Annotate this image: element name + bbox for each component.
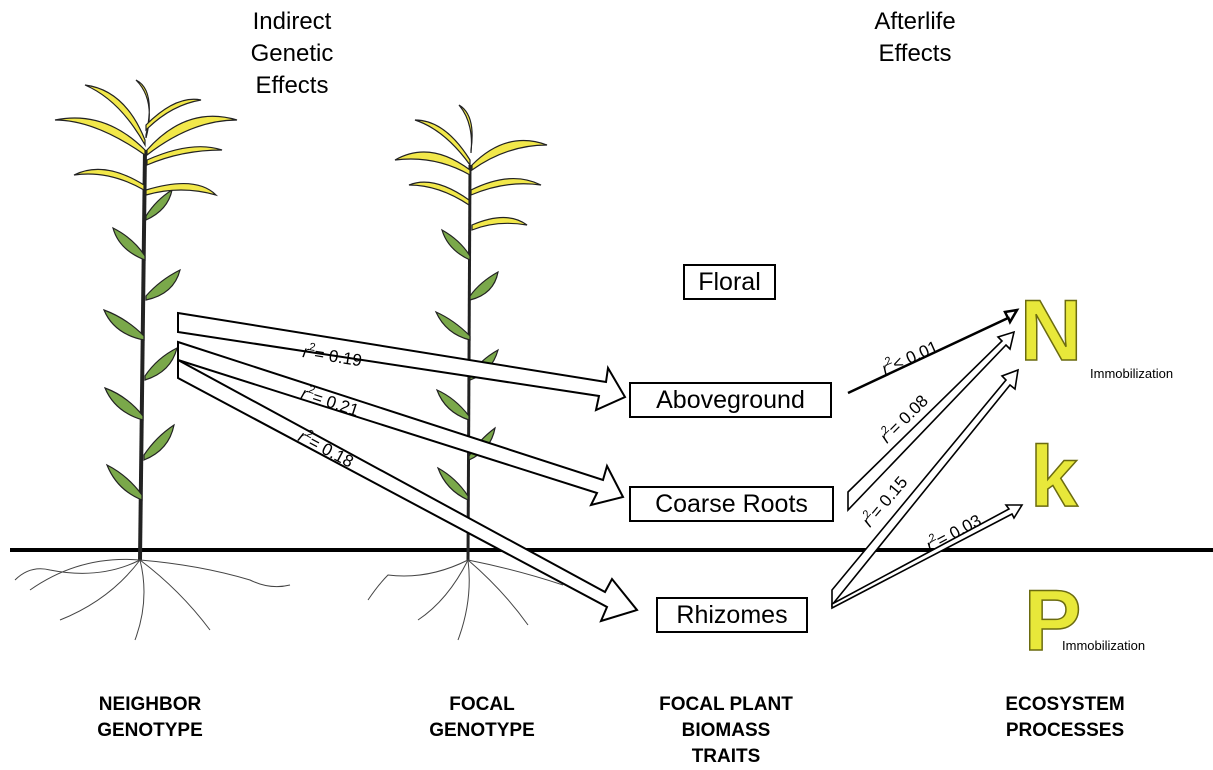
footer-focal-plant-biomass-traits: FOCAL PLANT BIOMASS TRAITS	[636, 692, 816, 770]
header-line: Genetic	[222, 38, 362, 70]
trait-box-rhizomes: Rhizomes	[656, 597, 808, 633]
r2-label-aboveground-n: r2< 0.01	[878, 335, 941, 378]
header-line: Indirect	[222, 6, 362, 38]
process-letter-n: N	[1020, 288, 1082, 374]
footer-ecosystem-processes: ECOSYSTEM PROCESSES	[975, 692, 1155, 744]
arrow-neighbor-to-rhizomes	[178, 360, 637, 621]
footer-line: NEIGHBOR	[70, 692, 230, 718]
r2-labels: r2= 0.19 r2= 0.21 r2= 0.18 r2< 0.01 r2= …	[295, 335, 984, 555]
footer-focal-genotype: FOCAL GENOTYPE	[402, 692, 562, 744]
footer-line: BIOMASS	[636, 718, 816, 744]
header-line: Effects	[840, 38, 990, 70]
footer-line: FOCAL	[402, 692, 562, 718]
process-letter-k: k	[1030, 434, 1078, 520]
footer-line: PROCESSES	[975, 718, 1155, 744]
header-indirect-genetic-effects: Indirect Genetic Effects	[222, 6, 362, 102]
process-sub-n: Immobilization	[1090, 366, 1173, 381]
footer-line: ECOSYSTEM	[975, 692, 1155, 718]
neighbor-plant-illustration	[15, 80, 290, 640]
footer-line: TRAITS	[636, 744, 816, 770]
trait-box-coarse-roots: Coarse Roots	[629, 486, 834, 522]
trait-box-floral: Floral	[683, 264, 776, 300]
footer-line: GENOTYPE	[402, 718, 562, 744]
neighbor-arrows	[178, 313, 637, 621]
header-afterlife-effects: Afterlife Effects	[840, 6, 990, 70]
footer-line: GENOTYPE	[70, 718, 230, 744]
footer-line: FOCAL PLANT	[636, 692, 816, 718]
header-line: Effects	[222, 70, 362, 102]
trait-box-aboveground: Aboveground	[629, 382, 832, 418]
header-line: Afterlife	[840, 6, 990, 38]
r2-label-rhizomes: r2= 0.18	[295, 425, 357, 471]
footer-neighbor-genotype: NEIGHBOR GENOTYPE	[70, 692, 230, 744]
process-sub-p: Immobilization	[1062, 638, 1145, 653]
